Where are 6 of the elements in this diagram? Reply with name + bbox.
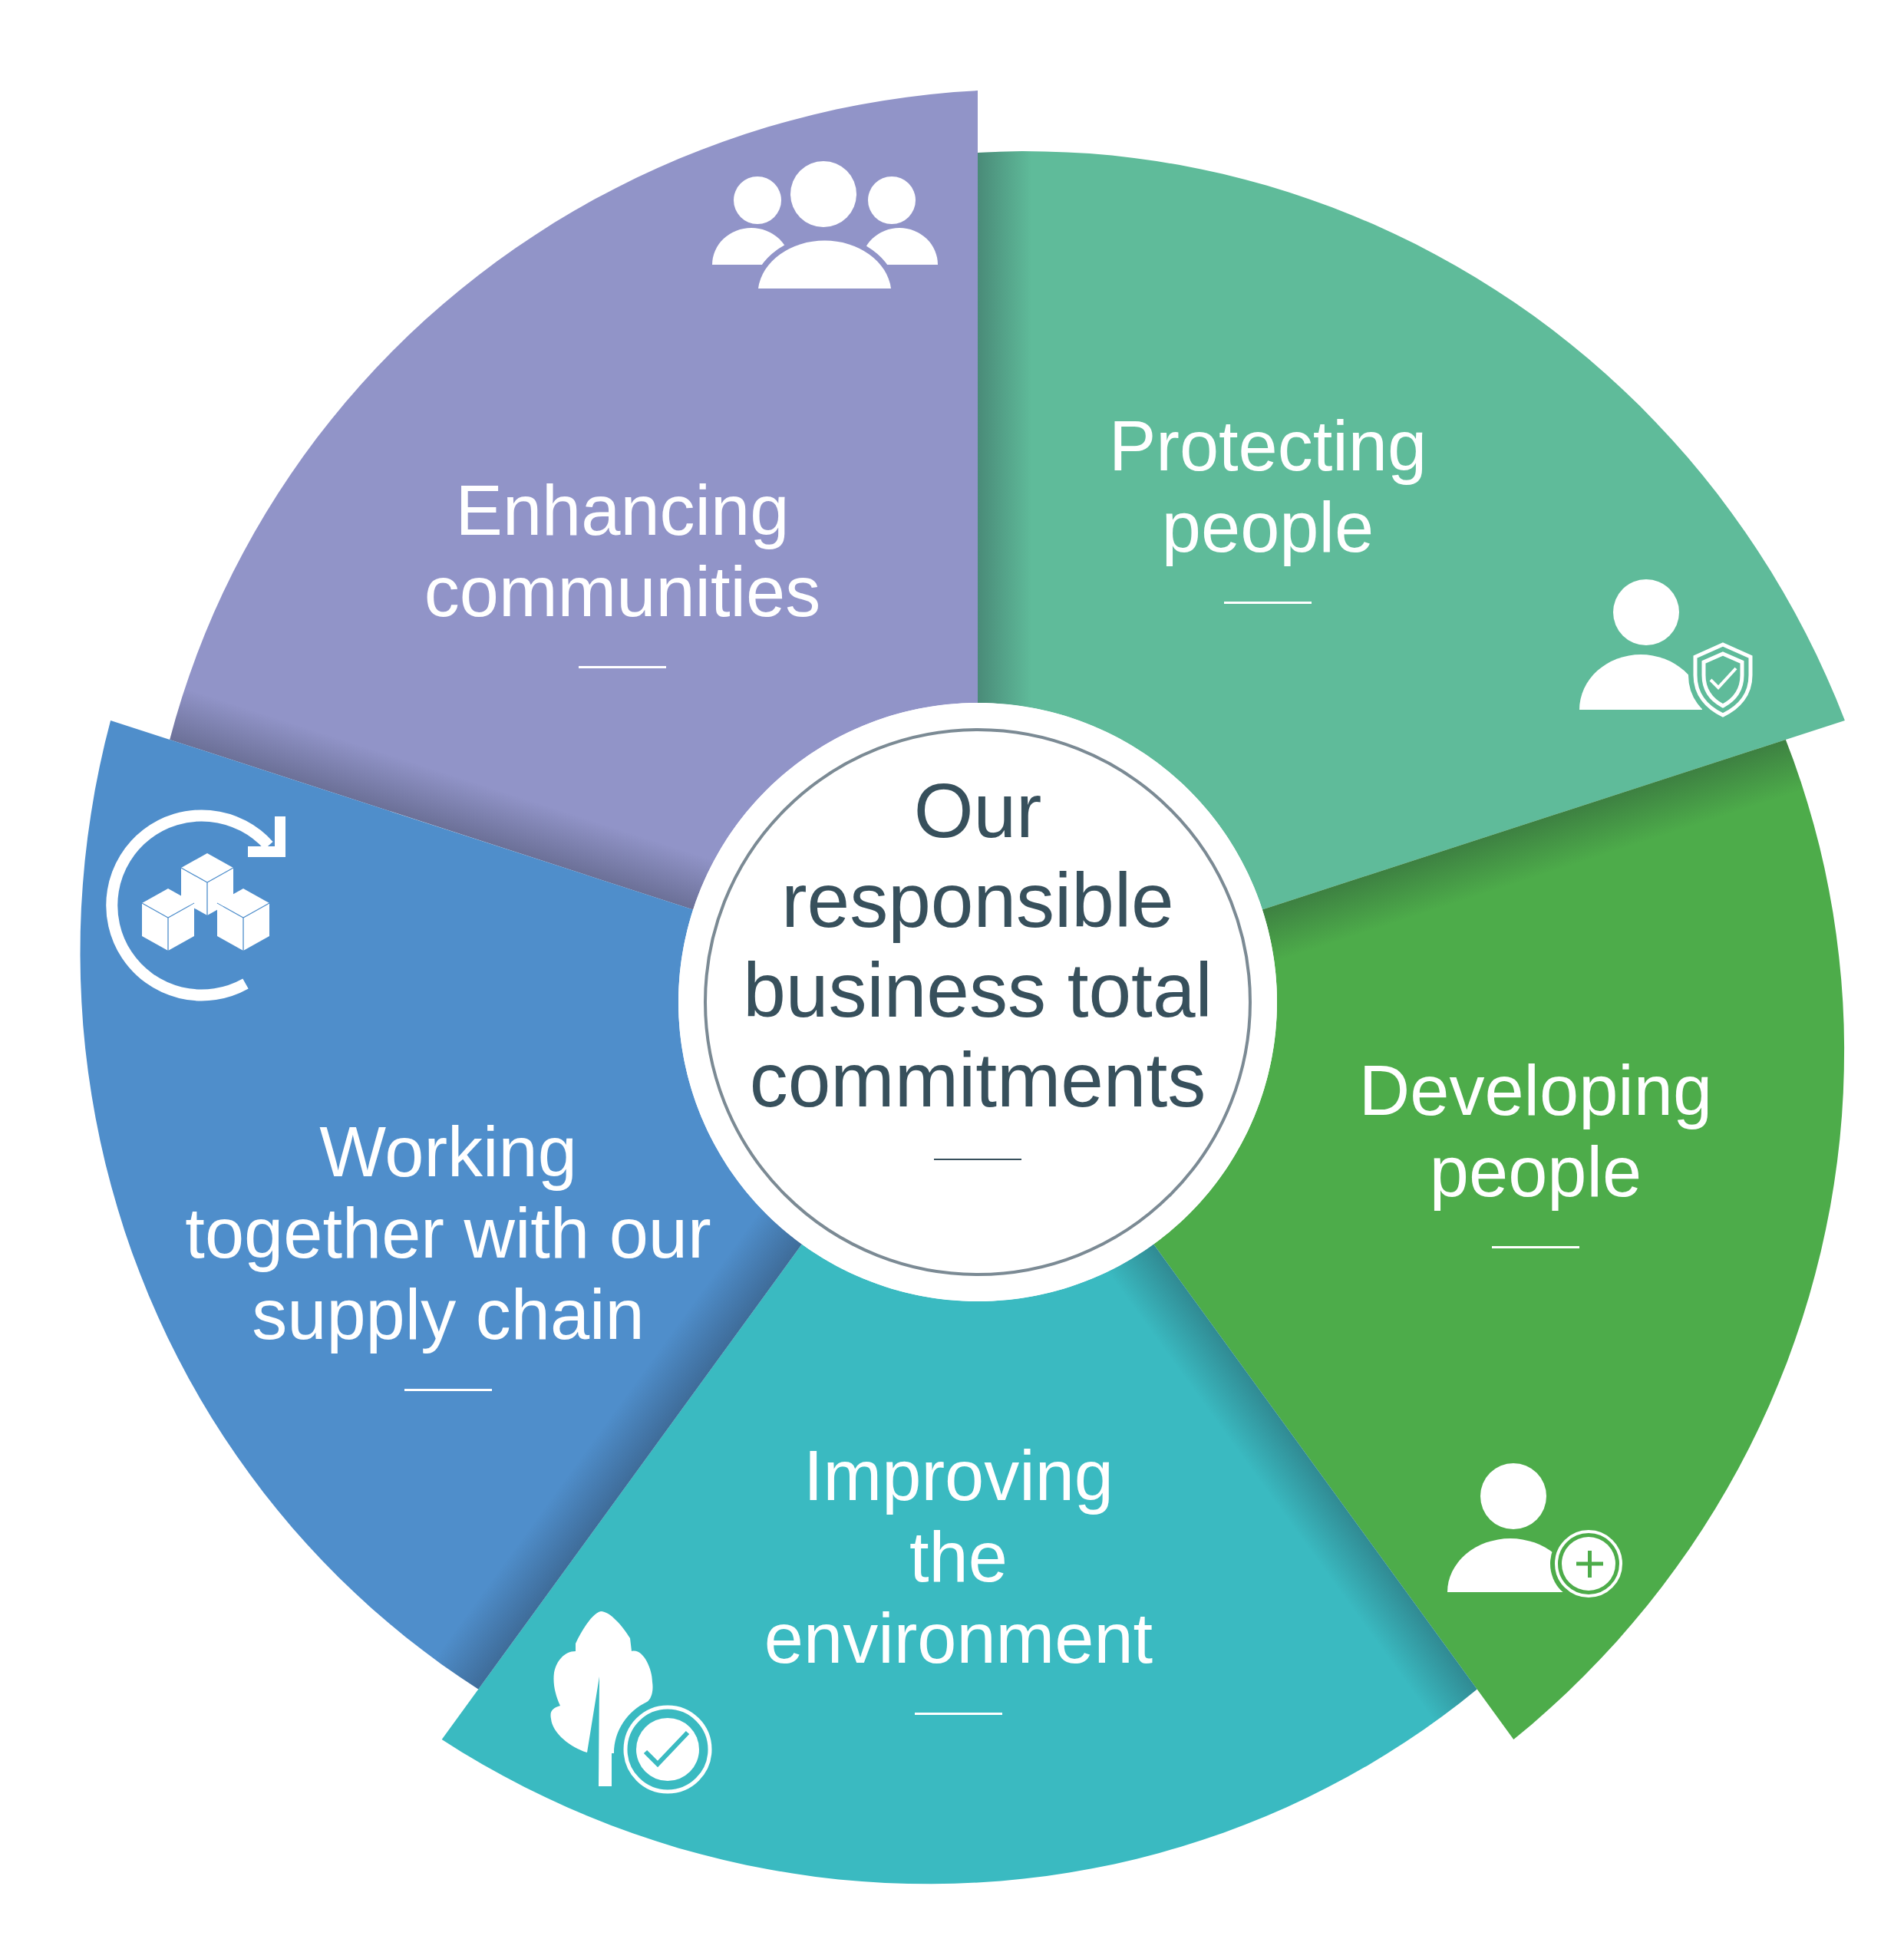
segment-label: Improving the environment — [763, 1436, 1154, 1679]
segment-label: Enhancing communities — [423, 470, 822, 632]
segment-label: Protecting people — [1107, 406, 1428, 568]
center-label: Our responsible business total commitments — [742, 766, 1213, 1124]
segment-label: Developing people — [1358, 1050, 1714, 1212]
segment-label: Working together with our supply chain — [184, 1112, 712, 1355]
